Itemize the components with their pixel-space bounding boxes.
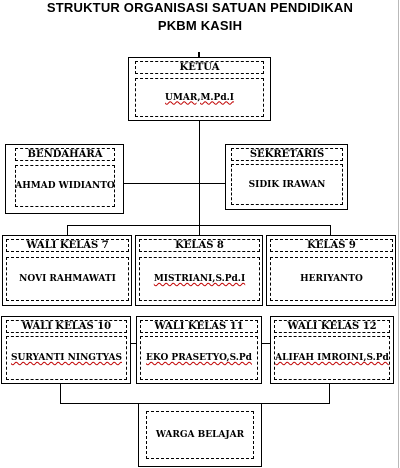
wali-kelas-12-name: ALIFAH IMROINI,S.Pd bbox=[274, 336, 390, 380]
sekretaris-box: SEKRETARIS SIDIK IRAWAN bbox=[225, 144, 348, 210]
wali-kelas-12-box: WALI KELAS 12 ALIFAH IMROINI,S.Pd bbox=[270, 316, 394, 384]
ketua-name: UMAR,M.Pd.I bbox=[135, 78, 264, 117]
wali-kelas-10-box: WALI KELAS 10 SURYANTI NINGTYAS bbox=[1, 316, 131, 384]
sekretaris-role: SEKRETARIS bbox=[231, 148, 343, 161]
wali-kelas-7-box: WALI KELAS 7 NOVI RAHMAWATI bbox=[2, 235, 132, 306]
wali-kelas-12-role: WALI KELAS 12 bbox=[274, 320, 390, 333]
wali-kelas-7-role: WALI KELAS 7 bbox=[6, 239, 129, 252]
chart-title: STRUKTUR ORGANISASI SATUAN PENDIDIKAN bbox=[46, 0, 354, 15]
wali-kelas-11-name: EKO PRASETYO,S.Pd bbox=[140, 336, 258, 380]
chart-subtitle: PKBM KASIH bbox=[157, 18, 243, 33]
ketua-box: KETUA UMAR,M.Pd.I bbox=[128, 57, 271, 121]
warga-belajar-box: WARGA BELAJAR bbox=[138, 403, 262, 467]
kelas-9-role: KELAS 9 bbox=[270, 239, 393, 252]
warga-belajar-name: WARGA BELAJAR bbox=[146, 411, 254, 459]
kelas-8-name: MISTRIANI,S.Pd.I bbox=[139, 257, 260, 301]
bendahara-name: AHMAD WIDIANTO bbox=[15, 165, 115, 207]
wali-kelas-7-name: NOVI RAHMAWATI bbox=[6, 257, 129, 301]
kelas-8-box: KELAS 8 MISTRIANI,S.Pd.I bbox=[135, 235, 263, 306]
wali-kelas-11-box: WALI KELAS 11 EKO PRASETYO,S.Pd bbox=[136, 316, 262, 384]
ketua-role: KETUA bbox=[135, 61, 264, 74]
page-edge-divider bbox=[398, 0, 399, 468]
kelas-8-role: KELAS 8 bbox=[139, 239, 260, 252]
wali-kelas-10-role: WALI KELAS 10 bbox=[6, 320, 127, 333]
bendahara-role: BENDAHARA bbox=[15, 148, 115, 161]
kelas-9-box: KELAS 9 HERIYANTO bbox=[266, 235, 396, 306]
wali-kelas-11-role: WALI KELAS 11 bbox=[140, 320, 258, 333]
sekretaris-name: SIDIK IRAWAN bbox=[231, 164, 343, 205]
wali-kelas-10-name: SURYANTI NINGTYAS bbox=[6, 336, 127, 380]
bendahara-box: BENDAHARA AHMAD WIDIANTO bbox=[5, 144, 124, 214]
kelas-9-name: HERIYANTO bbox=[270, 257, 393, 301]
